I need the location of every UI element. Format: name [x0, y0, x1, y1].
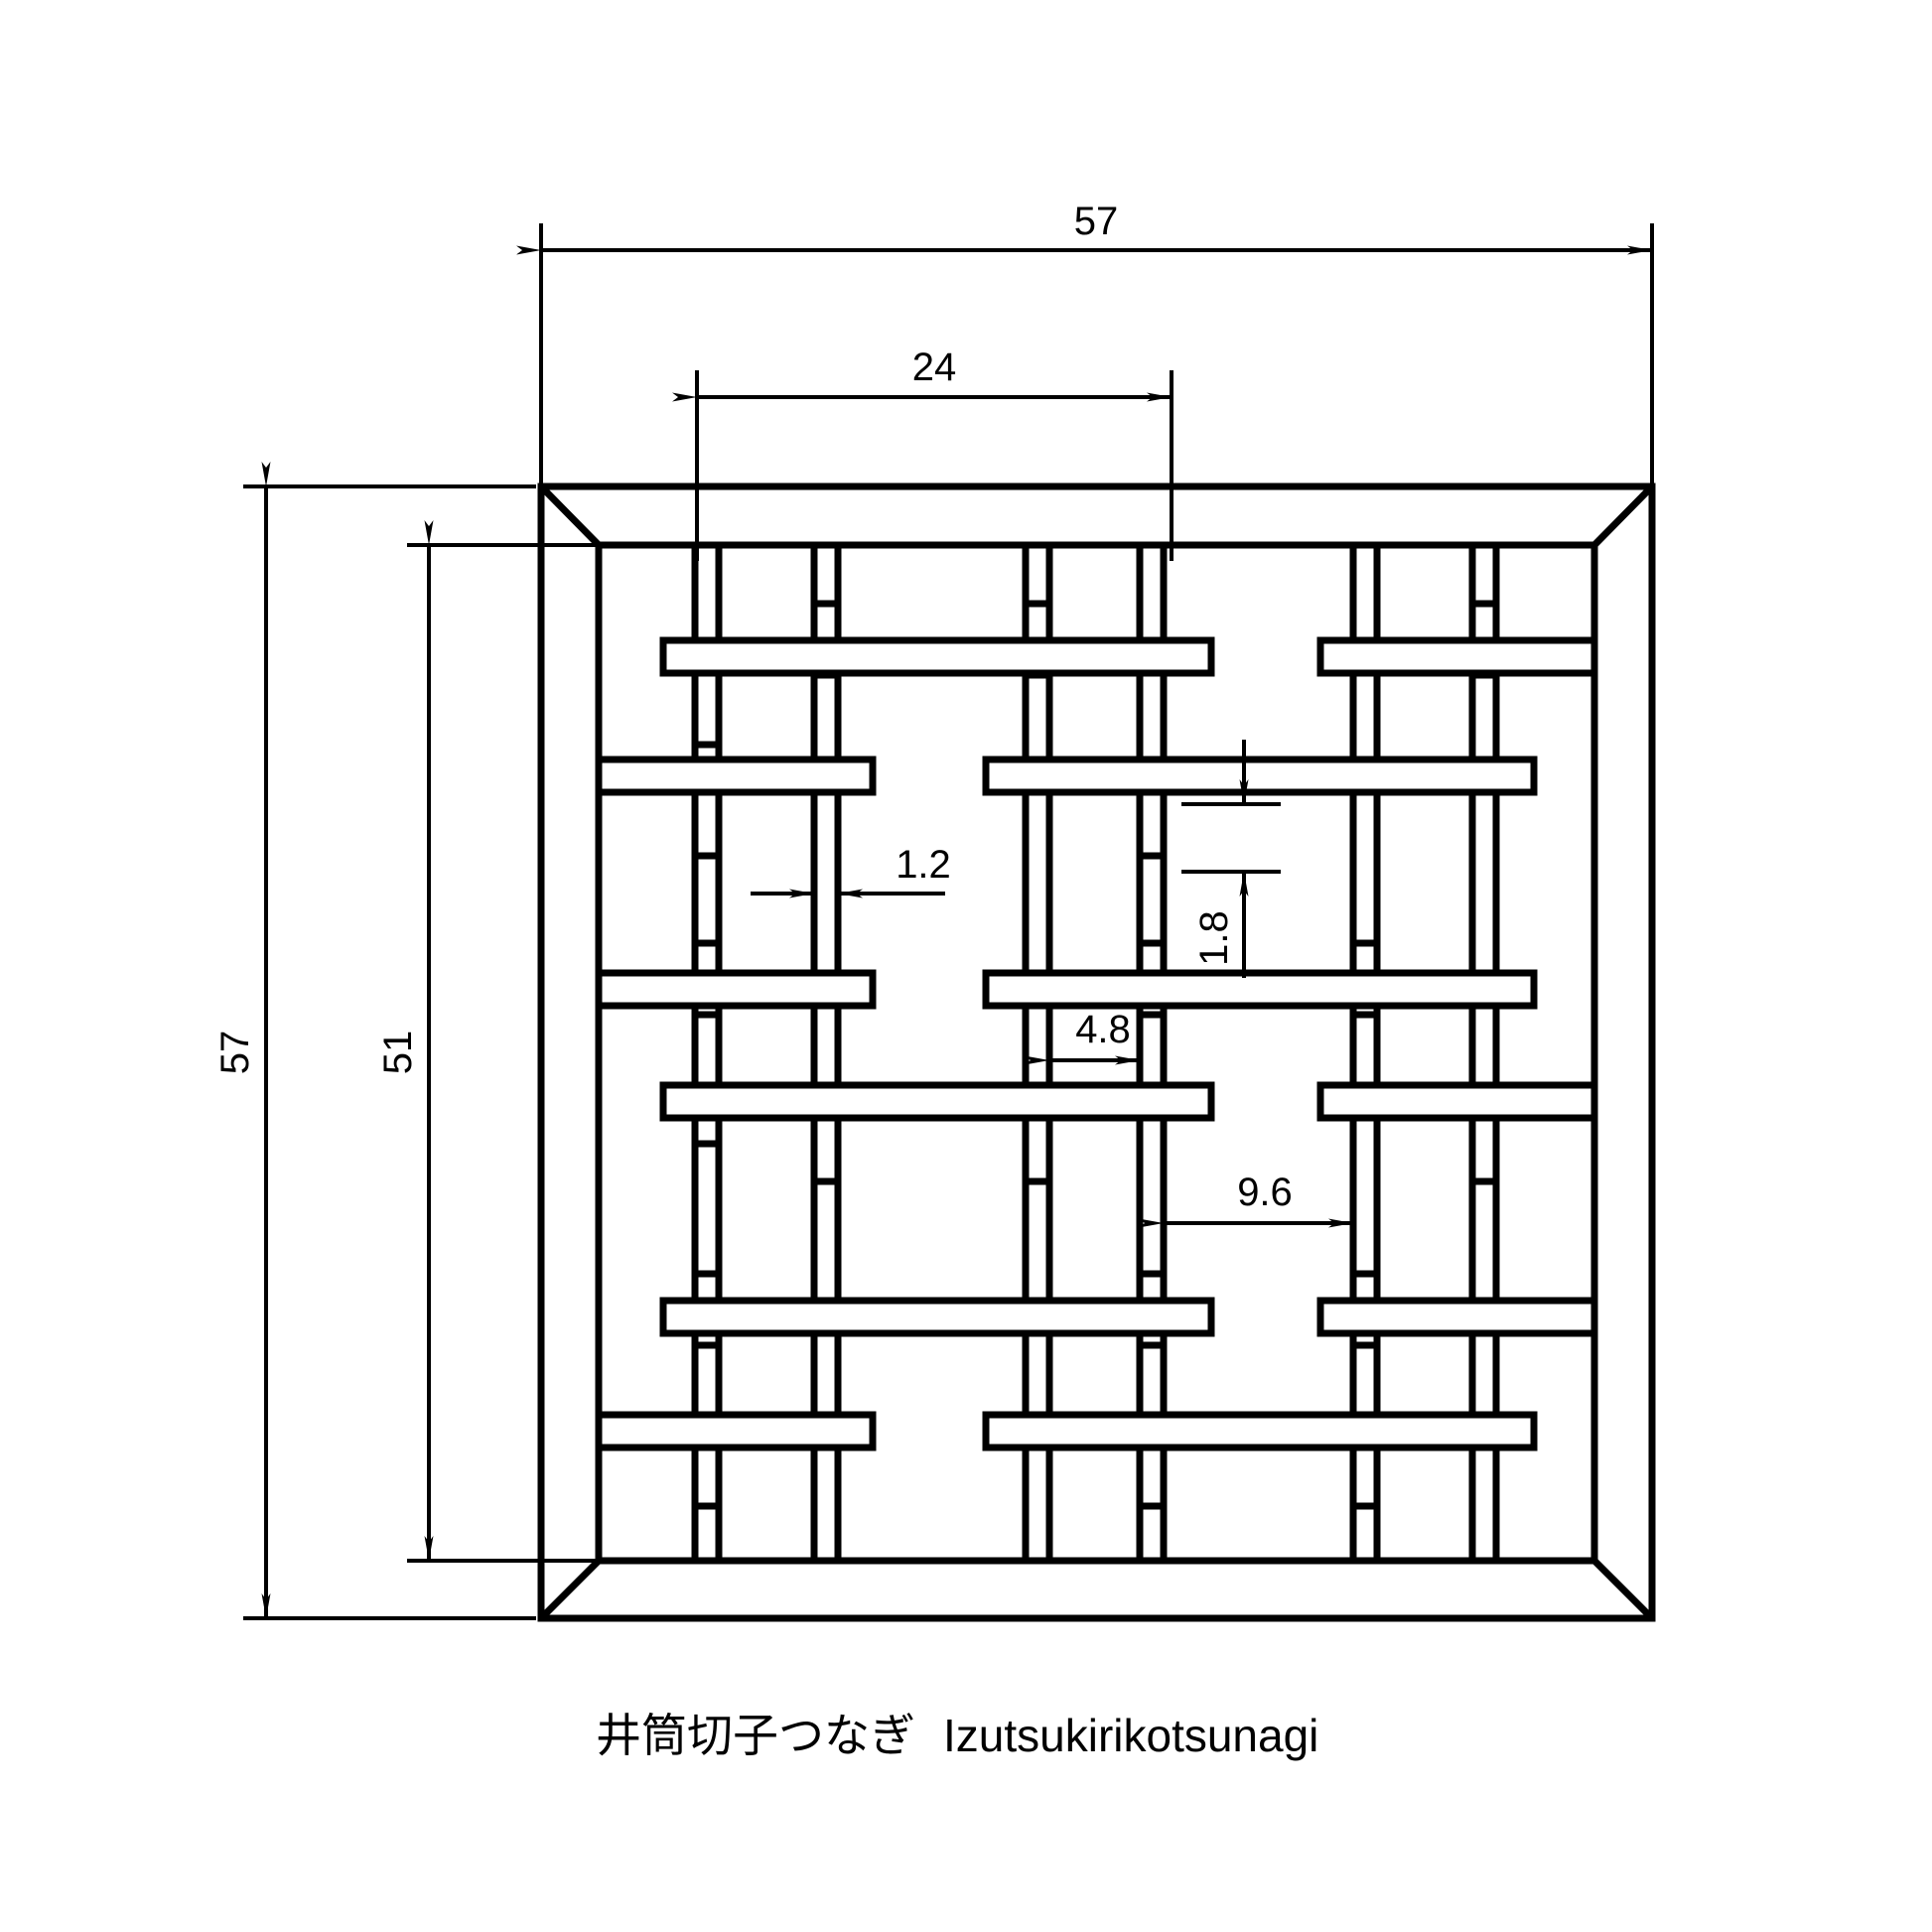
horizontal-bars	[595, 636, 1598, 1451]
dimension-label-bar-thickness: 1.8	[1192, 910, 1236, 966]
hbar	[595, 756, 877, 796]
hbar	[659, 636, 1215, 677]
hbar	[595, 1411, 877, 1451]
dimension-inner-height	[407, 520, 606, 1563]
vbar-stub	[1022, 1106, 1053, 1185]
hbar	[659, 1297, 1215, 1337]
dimension-overall-height	[243, 462, 536, 1620]
dimension-label-overall-height: 57	[213, 1031, 257, 1075]
hbar	[595, 969, 877, 1010]
vbar-long	[1136, 541, 1168, 1565]
hbar	[1316, 1297, 1598, 1337]
hbar	[982, 969, 1538, 1010]
hbar	[982, 1411, 1538, 1451]
dimension-label-bar-gap-small: 4.8	[1075, 1008, 1131, 1051]
dimension-label-inner-height: 51	[376, 1031, 420, 1075]
dimension-label-bar-width: 1.2	[896, 843, 951, 887]
dimension-overall-width	[516, 223, 1654, 496]
caption-japanese: 井筒切子つなぎ	[596, 1709, 915, 1762]
dimension-label-module-width: 24	[912, 345, 957, 389]
vbar-long	[1468, 541, 1500, 1565]
hbar	[1316, 636, 1598, 677]
dimension-label-overall-width: 57	[1074, 200, 1119, 243]
hbar	[1316, 1081, 1598, 1122]
vbar-long	[1349, 541, 1381, 1565]
vbar-stub	[1136, 780, 1168, 860]
hbar	[982, 756, 1538, 796]
vertical-bars	[691, 541, 1500, 1565]
vbar-long	[1022, 541, 1053, 1565]
kumiko-lattice	[537, 483, 1656, 1622]
hbar	[659, 1081, 1215, 1122]
dimension-module-width	[672, 370, 1173, 561]
vbar-stub	[691, 780, 723, 860]
dimension-label-bar-gap-large: 9.6	[1237, 1171, 1293, 1214]
dimension-bar-thickness	[1181, 740, 1281, 978]
caption-romaji: Izutsukirikotsunagi	[943, 1710, 1318, 1761]
vbar-long	[810, 541, 842, 1565]
